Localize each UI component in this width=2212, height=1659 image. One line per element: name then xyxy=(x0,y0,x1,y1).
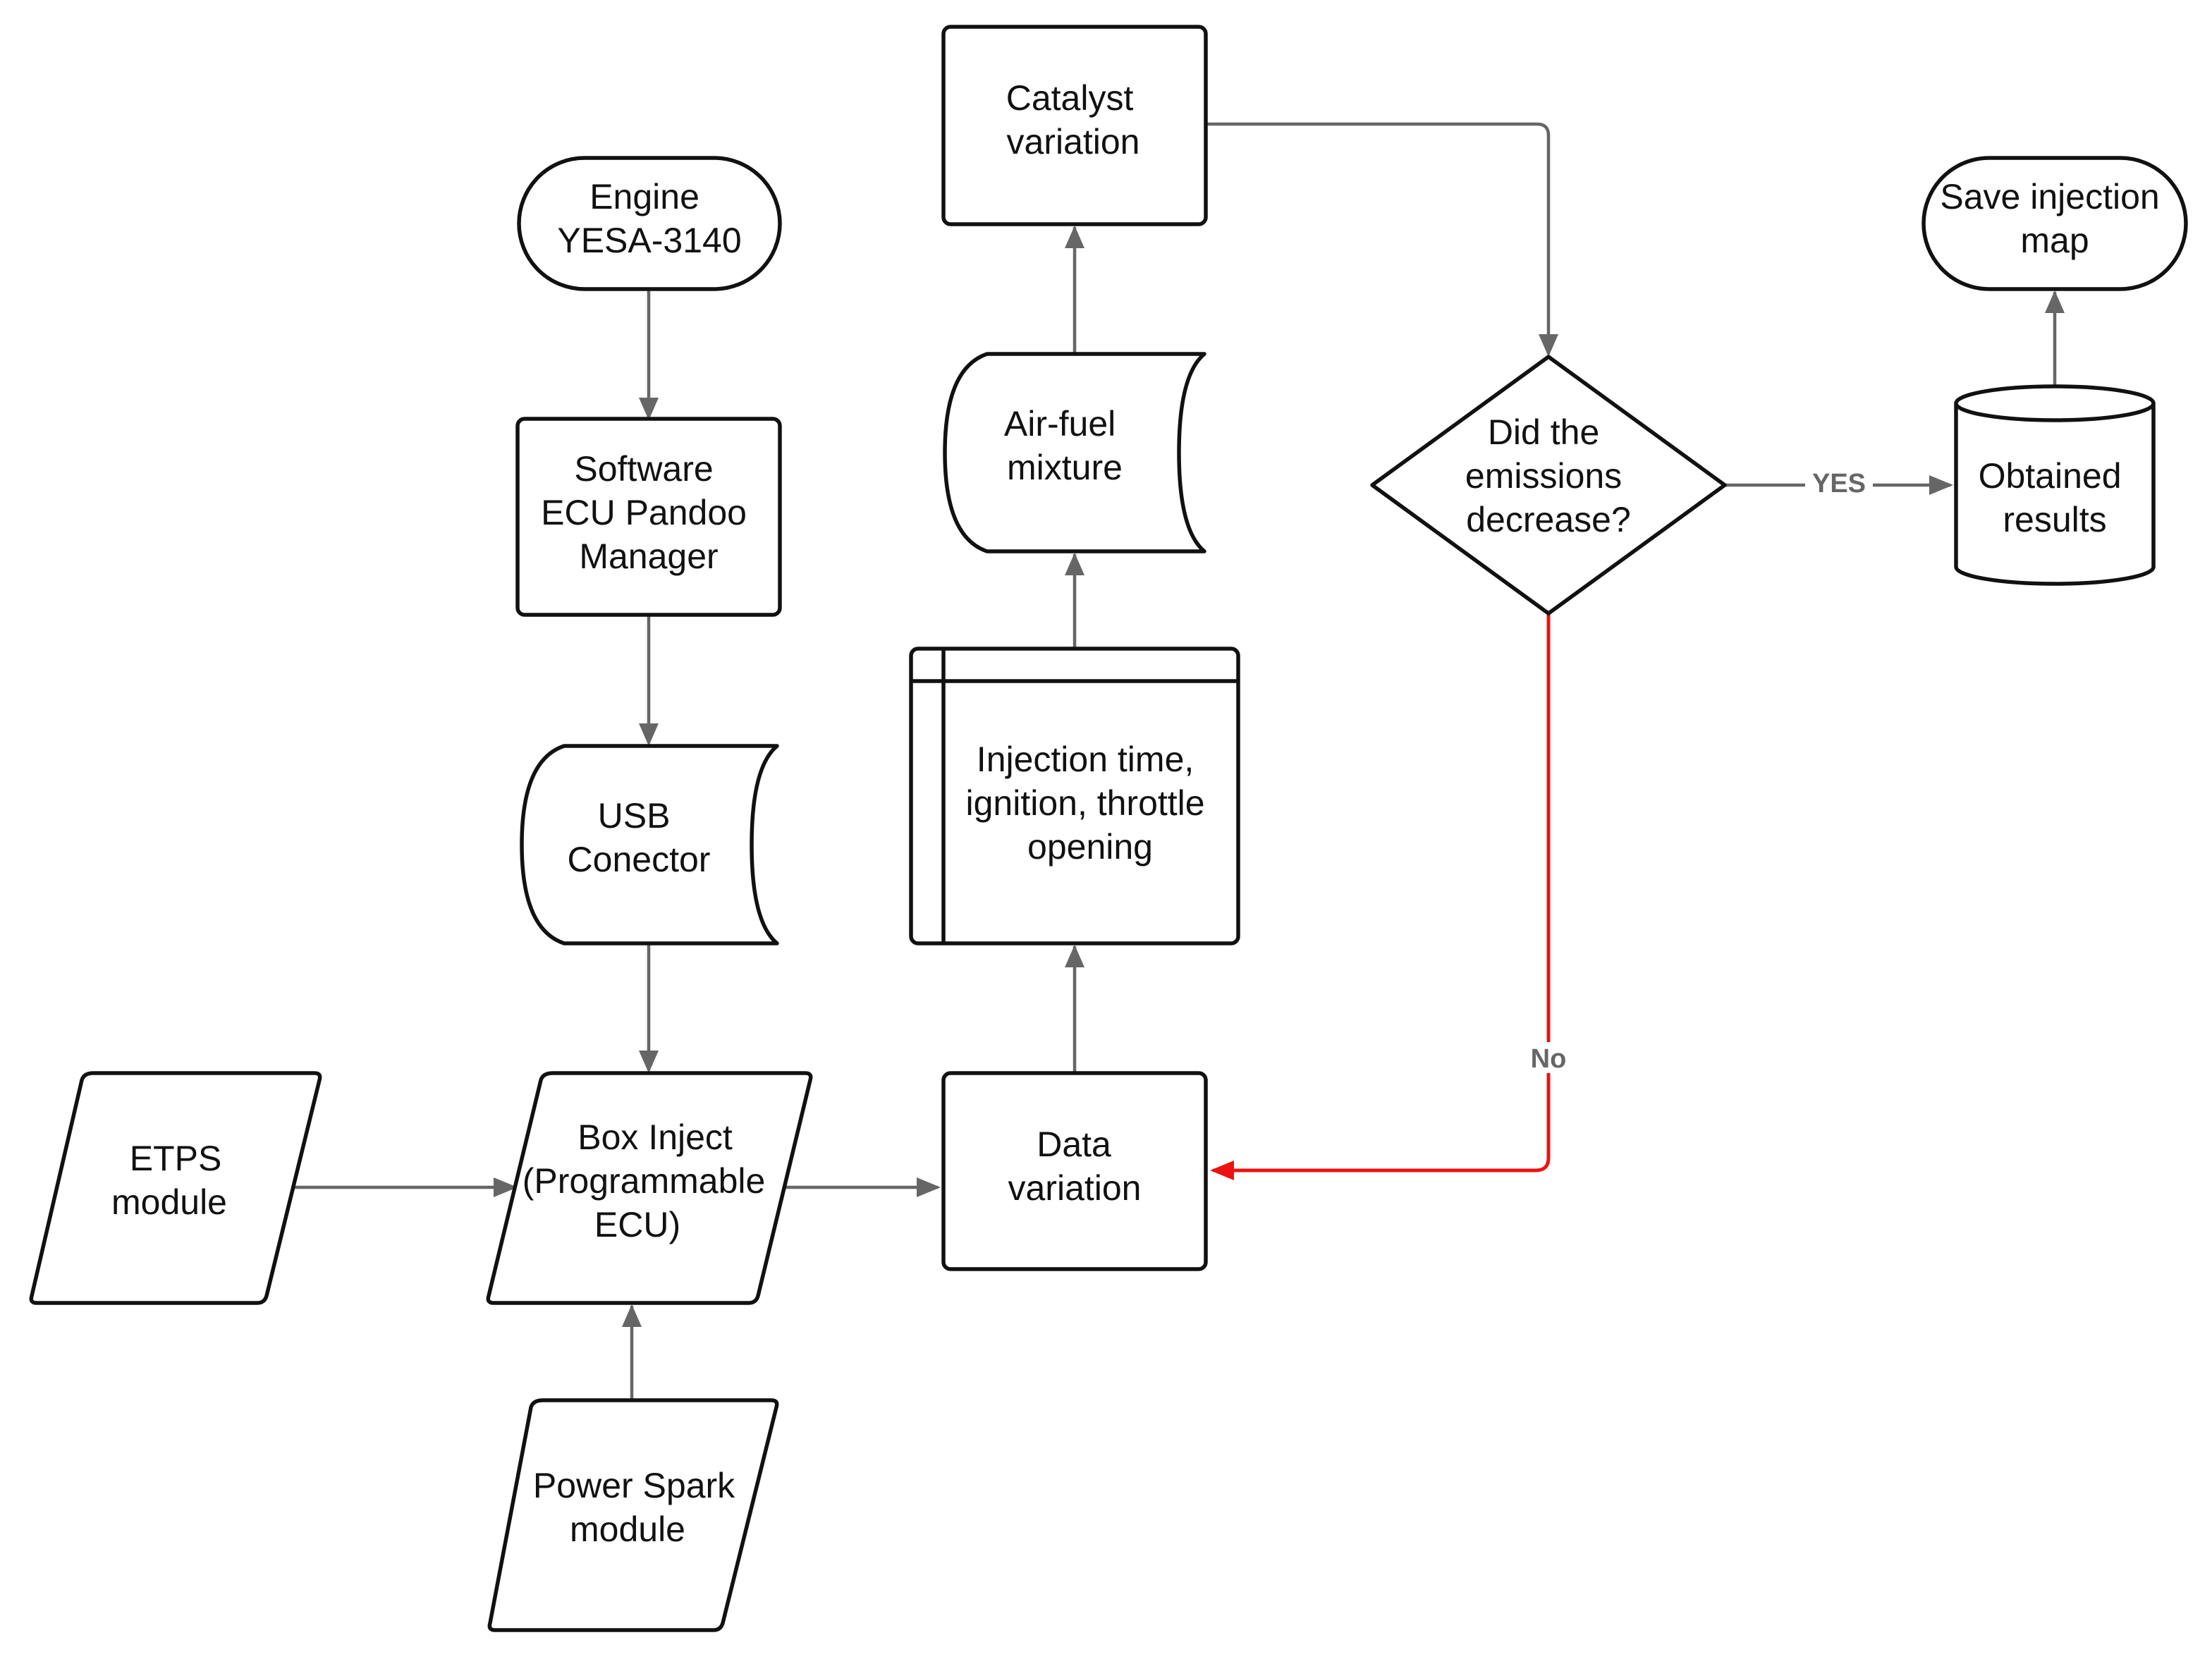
injection-storage-shape xyxy=(909,647,1240,945)
engine-label: Engine YESA-3140 xyxy=(557,177,741,260)
node-engine[interactable]: Engine YESA-3140 xyxy=(517,156,782,291)
arrowhead-box-inject-bottom xyxy=(622,1304,642,1327)
arrowhead-save-map xyxy=(2045,290,2065,313)
arrowhead-airfuel xyxy=(1065,553,1084,575)
node-obtained[interactable]: Obtained results xyxy=(1954,384,2156,586)
node-box-inject[interactable]: Box Inject (Programmable ECU) xyxy=(486,1071,813,1305)
connectors xyxy=(291,122,2057,1400)
node-usb[interactable]: USB Conector xyxy=(520,744,779,945)
decision-label: Did the emissions decrease? xyxy=(1465,412,1632,539)
node-save-map[interactable]: Save injection map xyxy=(1921,156,2188,291)
etps-io-shape xyxy=(29,1071,322,1305)
software-label: Software ECU Pandoo Manager xyxy=(541,449,757,576)
arrowhead-obtained xyxy=(1929,475,1953,495)
node-catalyst[interactable]: Catalyst variation xyxy=(941,25,1208,226)
usb-label: USB Conector xyxy=(568,796,711,879)
obtained-database-shape xyxy=(1954,384,2156,586)
engine-terminator-shape xyxy=(517,156,782,291)
air-fuel-stored-data-shape xyxy=(943,352,1206,553)
injection-label: Injection time, ignition, throttle openi… xyxy=(966,740,1215,867)
node-software[interactable]: Software ECU Pandoo Manager xyxy=(515,417,782,617)
edge-decision-to-data-no xyxy=(1213,613,1551,1173)
arrowhead-data-no xyxy=(1210,1161,1234,1180)
data-variation-process-shape xyxy=(941,1071,1208,1271)
decision-diamond-shape xyxy=(1370,355,1727,616)
power-spark-label: Power Spark module xyxy=(533,1466,745,1549)
arrowhead-software xyxy=(639,398,659,420)
node-power-spark[interactable]: Power Spark module xyxy=(487,1398,779,1632)
catalyst-label: Catalyst variation xyxy=(1006,78,1144,161)
edge-catalyst-to-decision xyxy=(1206,122,1551,354)
etps-label: ETPS module xyxy=(111,1139,231,1222)
arrowhead-decision xyxy=(1539,334,1558,357)
air-fuel-label: Air-fuel mixture xyxy=(1004,404,1125,487)
yes-label-bg xyxy=(1805,468,1873,499)
no-label: No xyxy=(1531,1044,1567,1074)
arrowheads xyxy=(494,226,2065,1327)
save-map-terminator-shape xyxy=(1921,156,2188,291)
catalyst-process-shape xyxy=(941,25,1208,226)
node-data-variation[interactable]: Data variation xyxy=(941,1071,1208,1271)
box-inject-io-shape xyxy=(486,1071,813,1305)
arrowhead-box-inject-left xyxy=(494,1177,518,1197)
software-process-shape xyxy=(515,417,782,617)
power-spark-io-shape xyxy=(487,1398,779,1632)
box-inject-label: Box Inject (Programmable ECU) xyxy=(523,1118,775,1244)
node-etps[interactable]: ETPS module xyxy=(29,1071,322,1305)
arrowhead-data xyxy=(917,1177,941,1197)
arrowhead-catalyst xyxy=(1065,226,1084,248)
yes-label: YES xyxy=(1812,469,1866,498)
no-label-bg xyxy=(1523,1042,1574,1073)
obtained-database-rim xyxy=(1954,403,2156,422)
arrowhead-usb xyxy=(639,723,659,746)
data-variation-label: Data variation xyxy=(1008,1125,1142,1208)
save-map-label: Save injection map xyxy=(1940,177,2169,260)
arrowhead-injection xyxy=(1065,945,1084,967)
node-injection[interactable]: Injection time, ignition, throttle openi… xyxy=(909,647,1240,945)
obtained-label: Obtained results xyxy=(1979,456,2132,539)
arrowhead-box-inject-top xyxy=(639,1051,659,1073)
usb-stored-data-shape xyxy=(520,744,779,945)
node-air-fuel[interactable]: Air-fuel mixture xyxy=(943,352,1206,553)
node-decision[interactable]: Did the emissions decrease? xyxy=(1370,355,1727,616)
